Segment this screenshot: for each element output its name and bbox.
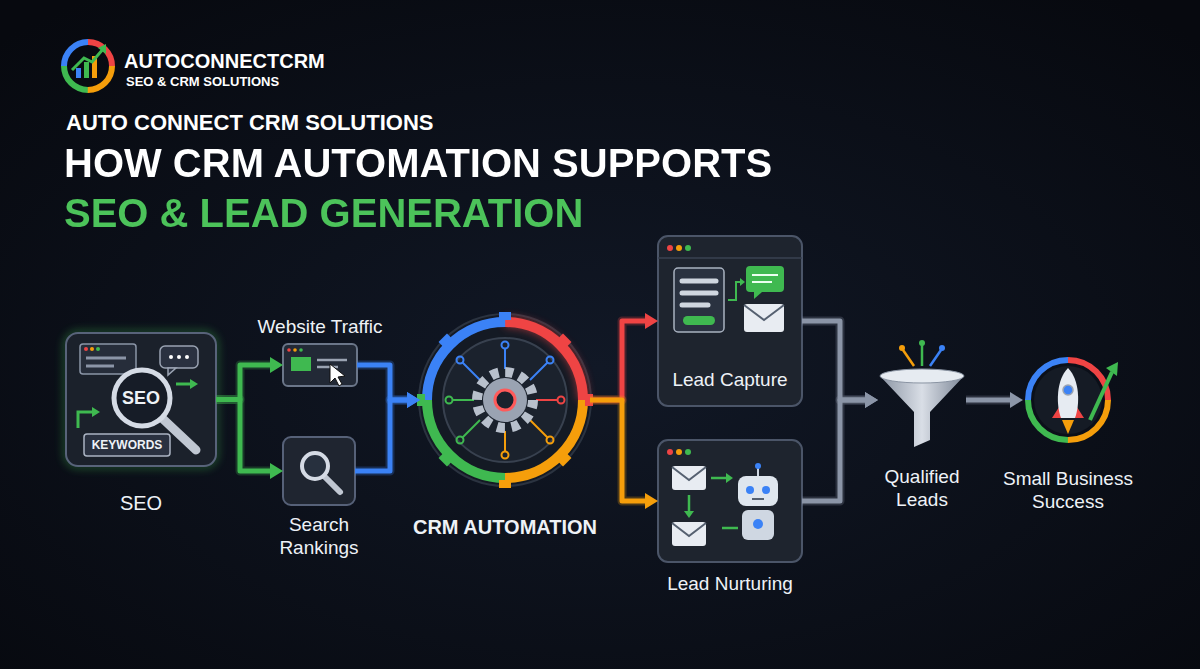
arrow-head (270, 463, 283, 479)
automation-gear: CRM AUTOMATION (420, 315, 590, 485)
lead-nurturing-illustration (658, 440, 802, 562)
node-label: Qualified Leads (862, 465, 982, 511)
traffic-illustration (283, 344, 357, 386)
node-label: Search Rankings (256, 513, 382, 559)
brand-tagline: SEO & CRM SOLUTIONS (126, 74, 279, 89)
keyword-tag: KEYWORDS (84, 434, 170, 456)
seo-illustration (66, 333, 216, 466)
flow-connector (590, 400, 646, 501)
diagram-title: HOW CRM AUTOMATION SUPPORTS SEO & LEAD G… (64, 138, 824, 238)
brand-name: AUTOCONNECTCRM (124, 50, 325, 73)
nurturing-panel: Lead Nurturing (658, 440, 802, 562)
flow-connector (802, 321, 866, 400)
connector-glow (216, 400, 271, 472)
connector-glow (590, 321, 646, 400)
rocket-node: Small Business Success (1023, 355, 1113, 445)
arrow-head (270, 357, 283, 373)
node-label: Website Traffic (257, 315, 383, 338)
node-label: Lead Nurturing (667, 572, 793, 595)
flow-connector (357, 365, 408, 400)
logo-icon (64, 42, 112, 90)
connector-glow (355, 400, 408, 471)
flow-connector (802, 400, 866, 501)
arrow-head (407, 392, 420, 408)
capture-panel: Lead Capture (658, 236, 802, 406)
flow-connector (966, 398, 1011, 403)
flow-connector (216, 365, 271, 400)
icon-text: SEO (112, 387, 170, 409)
lead-capture-illustration (658, 236, 802, 406)
arrow-head (865, 392, 878, 408)
funnel-node: Qualified Leads (878, 345, 966, 455)
arrow-head (865, 392, 878, 408)
connector-glow (966, 396, 1011, 405)
connector-glow (802, 400, 866, 501)
connector-glow (216, 365, 271, 400)
node-label: Lead Capture (662, 368, 798, 391)
gear-illustration (417, 312, 593, 488)
flow-connector (355, 400, 408, 471)
seo-box: SEOKEYWORDSSEO (66, 333, 216, 466)
arrow-head (1010, 392, 1023, 408)
rankings-box: Search Rankings (283, 437, 355, 505)
flow-connector (216, 400, 271, 472)
connector-glow (802, 321, 866, 400)
company-name: AUTO CONNECT CRM SOLUTIONS (66, 110, 433, 136)
flow-connector (590, 321, 646, 400)
connector-glow (357, 365, 408, 400)
search-illustration (283, 437, 355, 505)
connector-glow (590, 400, 646, 501)
funnel-illustration (880, 340, 964, 447)
arrow-head (407, 392, 420, 408)
arrow-head (645, 313, 658, 329)
traffic-box: Website Traffic (283, 344, 357, 386)
node-label: CRM AUTOMATION (395, 515, 615, 539)
arrow-head (645, 493, 658, 509)
node-label: Small Business Success (985, 467, 1151, 513)
node-label: SEO (56, 491, 226, 515)
rocket-illustration (1028, 360, 1118, 440)
